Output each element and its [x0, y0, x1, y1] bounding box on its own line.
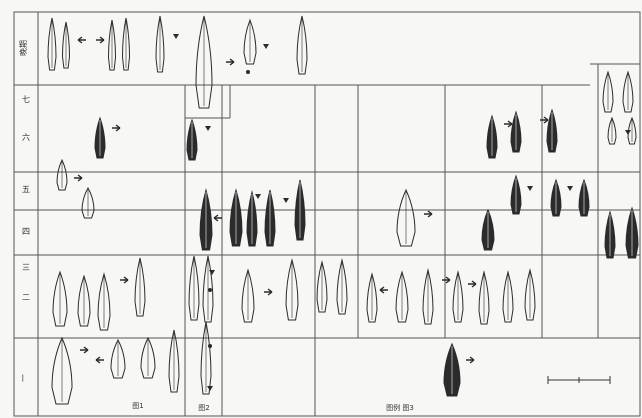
artifact-icon — [317, 262, 327, 312]
artifact-icon — [423, 270, 433, 324]
caption-fig2: 图2 — [198, 404, 209, 412]
arrow-icon — [214, 215, 222, 221]
arrow-icon — [442, 277, 450, 283]
triangle-marker-icon — [527, 186, 533, 191]
arrow-icon — [96, 37, 104, 43]
artifact-icon — [78, 276, 90, 326]
artifact-icon — [626, 208, 638, 258]
artifact-icon — [57, 160, 67, 190]
artifact-icon — [547, 110, 557, 152]
artifact-icon — [230, 190, 242, 246]
artifact-icon — [244, 20, 256, 64]
artifact-icon — [397, 190, 415, 246]
artifact-icon — [265, 190, 275, 246]
artifact-icon — [63, 22, 70, 68]
arrow-icon — [74, 175, 82, 181]
triangle-marker-icon — [207, 386, 213, 391]
artifact-icon — [482, 210, 494, 250]
artifact-icon — [196, 16, 212, 108]
arrow-icon — [380, 287, 388, 293]
grid-frame — [14, 12, 640, 416]
arrow-icon — [78, 37, 86, 43]
triangle-marker-icon — [205, 126, 211, 131]
artifact-icon — [187, 120, 197, 160]
artifact-icon — [247, 192, 257, 246]
arrow-icon — [112, 125, 120, 131]
artifact-icon — [551, 180, 561, 216]
artifact-icon — [156, 16, 164, 72]
artifact-icon — [286, 260, 298, 320]
artifact-icon — [98, 274, 110, 330]
artifact-icon — [48, 18, 56, 70]
artifact-icon — [201, 322, 211, 394]
artifact-icon — [295, 180, 305, 240]
outer-border — [14, 12, 640, 416]
artifact-icon — [444, 344, 460, 396]
triangle-marker-icon — [209, 270, 215, 275]
artifact-icon — [169, 330, 179, 392]
arrow-icon — [540, 117, 548, 123]
artifact-icon — [605, 212, 615, 258]
arrow-icon — [468, 281, 476, 287]
triangle-marker-icon — [625, 130, 631, 135]
caption-legend: 图例 图3 — [386, 403, 414, 412]
artifact-icon — [53, 272, 67, 326]
artifact-icon — [367, 274, 377, 322]
row-label: 二 — [22, 293, 30, 302]
artifact-icon — [109, 20, 116, 70]
triangle-marker-icon — [263, 44, 269, 49]
row-label: 六 — [22, 132, 30, 142]
row-label: 晚期 — [18, 40, 28, 56]
artifact-icon — [623, 72, 633, 112]
artifact-icon — [453, 272, 463, 322]
artifact-icon — [297, 16, 307, 74]
artifact-icon — [141, 338, 155, 378]
arrow-icon — [80, 347, 88, 353]
row-labels: 晚期 七 六 五 四 三 二 一 — [18, 40, 30, 382]
artifact-icon — [189, 256, 199, 320]
artifact-icon — [487, 116, 497, 158]
artifact-icon — [503, 272, 513, 322]
row-label: 五 — [22, 185, 30, 194]
triangle-marker-icon — [255, 194, 261, 199]
artifact-icon — [95, 118, 105, 158]
arrow-icon — [466, 357, 474, 363]
artifact-icon — [135, 258, 145, 316]
arrow-icon — [96, 357, 104, 363]
circle-marker-icon — [246, 70, 250, 74]
caption-fig1: 图1 — [132, 402, 143, 410]
triangle-marker-icon — [567, 186, 573, 191]
row-label: 一 — [19, 374, 28, 382]
circle-marker-icon — [208, 288, 212, 292]
artifact-icon — [511, 176, 521, 214]
row-label: 三 — [22, 263, 30, 272]
row-label: 七 — [22, 95, 30, 104]
arrow-icon — [264, 289, 272, 295]
artifact-icon — [525, 270, 535, 320]
artifact-icon — [123, 18, 130, 70]
artifact-icon — [603, 72, 613, 112]
artifact-icon — [82, 188, 94, 218]
artifact-icon — [200, 190, 212, 250]
artifact-icon — [337, 260, 347, 314]
arrow-icon — [424, 211, 432, 217]
circle-marker-icon — [208, 344, 212, 348]
artifact-icon — [511, 112, 521, 152]
arrow-icon — [504, 121, 512, 127]
artifact-icon — [396, 272, 408, 322]
artifact-icon — [608, 118, 616, 144]
artifact-icon — [111, 340, 125, 378]
artifact-icon — [52, 338, 72, 404]
triangle-marker-icon — [173, 34, 179, 39]
artifact-icon — [242, 270, 254, 322]
scale-bar — [548, 376, 610, 384]
arrow-icon — [226, 59, 234, 65]
row-label: 四 — [22, 227, 30, 236]
artifact-icon — [479, 272, 489, 324]
artifact-icon — [579, 180, 589, 216]
triangle-marker-icon — [283, 198, 289, 203]
arrow-icon — [120, 277, 128, 283]
